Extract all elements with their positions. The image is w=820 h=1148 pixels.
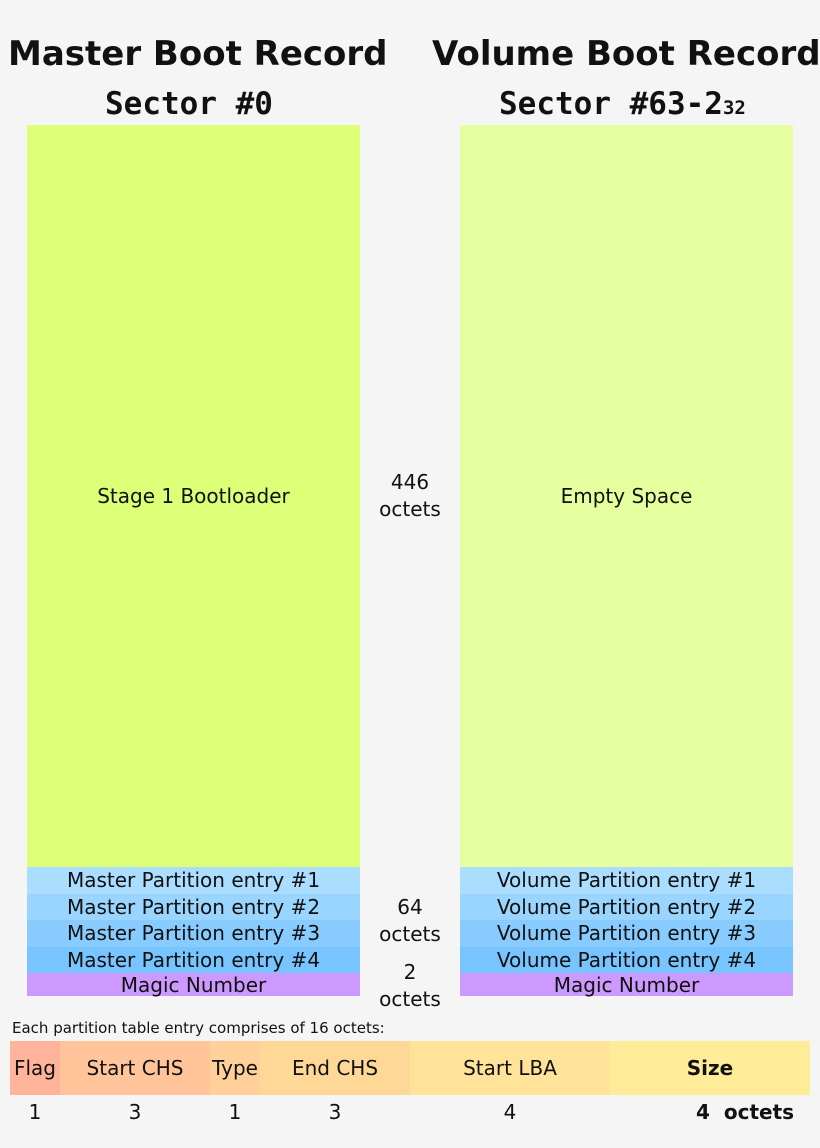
size-field-size: 4 octets — [696, 1100, 795, 1124]
vbr-partition-entry-3: Volume Partition entry #3 — [460, 920, 793, 947]
field-type: Type — [210, 1041, 260, 1095]
mbr-title: Master Boot Record — [8, 34, 388, 74]
vbr-title: Volume Boot Record — [432, 34, 820, 74]
empty-space-block: Empty Space — [460, 125, 793, 867]
vbr-partition-entry-4: Volume Partition entry #4 — [460, 946, 793, 973]
mbr-partition-entry-2: Master Partition entry #2 — [27, 893, 360, 920]
flag-size: 1 — [28, 1100, 42, 1124]
empty-space-label: Empty Space — [560, 484, 693, 508]
bootloader-label: Stage 1 Bootloader — [97, 484, 290, 508]
size-unit: octets — [379, 987, 441, 1011]
type-size: 1 — [228, 1100, 242, 1124]
sector-exponent: 32 — [722, 97, 746, 119]
field-start-chs: Start CHS — [60, 1041, 210, 1095]
size-value: 64 — [397, 895, 423, 919]
field-end-chs: End CHS — [260, 1041, 410, 1095]
vbr-diagram: Empty Space Volume Partition entry #1 Vo… — [460, 125, 793, 996]
mbr-partition-entry-1: Master Partition entry #1 — [27, 867, 360, 894]
mbr-magic-number: Magic Number — [27, 973, 360, 996]
mbr-diagram: Stage 1 Bootloader Master Partition entr… — [27, 125, 360, 996]
field-size: Size — [610, 1041, 810, 1095]
entry-fields-table: Flag Start CHS Type End CHS Start LBA Si… — [10, 1041, 810, 1095]
partitions-size: 64 octets — [360, 894, 460, 948]
size-unit: octets — [379, 497, 441, 521]
field-flag: Flag — [10, 1041, 60, 1095]
bootloader-block: Stage 1 Bootloader — [27, 125, 360, 867]
magic-size: 2 octets — [360, 959, 460, 1013]
bootloader-size: 446 octets — [360, 469, 460, 523]
vbr-sector-label: Sector #63-232 — [499, 86, 746, 122]
mbr-partition-entry-3: Master Partition entry #3 — [27, 920, 360, 947]
vbr-partition-entry-2: Volume Partition entry #2 — [460, 893, 793, 920]
mbr-partition-entry-4: Master Partition entry #4 — [27, 946, 360, 973]
vbr-partition-entry-1: Volume Partition entry #1 — [460, 867, 793, 894]
size-value: 446 — [390, 470, 430, 494]
start-chs-size: 3 — [128, 1100, 142, 1124]
size-unit: octets — [379, 922, 441, 946]
mbr-sector-label: Sector #0 — [105, 86, 273, 122]
size-value: 2 — [403, 960, 417, 984]
field-start-lba: Start LBA — [410, 1041, 610, 1095]
end-chs-size: 3 — [328, 1100, 342, 1124]
start-lba-size: 4 — [503, 1100, 517, 1124]
entry-caption: Each partition table entry comprises of … — [12, 1019, 385, 1037]
vbr-magic-number: Magic Number — [460, 973, 793, 996]
